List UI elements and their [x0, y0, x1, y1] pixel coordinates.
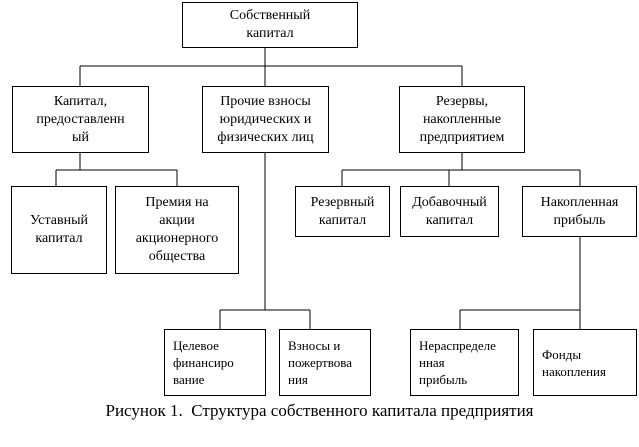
- node-retained-earnings: Накопленная прибыль: [522, 186, 637, 237]
- group-node-reserves: Резервы, накопленные предприятием: [399, 86, 525, 153]
- leaf-node-donations: Взносы и пожертвова ния: [279, 329, 371, 396]
- leaf-node-charter-capital: Уставный капитал: [11, 186, 107, 274]
- group-node-provided-capital: Капитал, предоставленн ый: [12, 86, 149, 153]
- figure-caption: Рисунок 1. Структура собственного капита…: [105, 401, 534, 420]
- root-node: Собственный капитал: [182, 2, 358, 48]
- leaf-node-accumulation-funds: Фонды накопления: [533, 329, 637, 396]
- leaf-node-targeted-financing: Целевое финансиро вание: [164, 329, 266, 396]
- leaf-node-reserve-capital: Резервный капитал: [295, 186, 390, 237]
- leaf-node-additional-capital: Добавочный капитал: [400, 186, 499, 237]
- group-node-other-contributions: Прочие взносы юридических и физических л…: [202, 86, 329, 153]
- leaf-node-undistributed-profit: Нераспределе нная прибыль: [410, 329, 519, 396]
- leaf-node-share-premium: Премия на акции акционерного общества: [115, 186, 239, 274]
